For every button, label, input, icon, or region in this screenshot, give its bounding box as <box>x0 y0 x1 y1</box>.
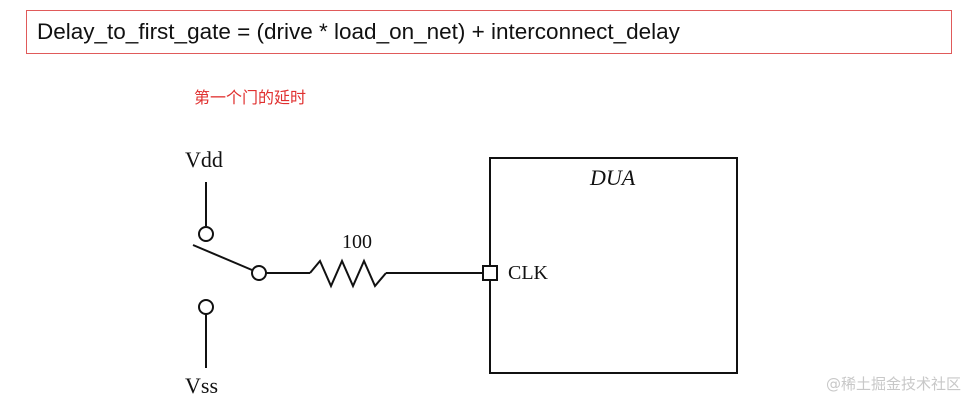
dua-block <box>489 157 738 374</box>
formula-text: Delay_to_first_gate = (drive * load_on_n… <box>37 19 680 44</box>
switch-common-terminal <box>251 265 267 281</box>
vdd-terminal <box>198 226 214 242</box>
resistor <box>309 258 387 289</box>
vss-terminal <box>198 299 214 315</box>
vdd-label: Vdd <box>185 147 223 172</box>
formula-box: Delay_to_first_gate = (drive * load_on_n… <box>26 10 952 54</box>
caption-text: 第一个门的延时 <box>194 88 307 107</box>
clk-label: CLK <box>508 262 549 284</box>
clk-pin <box>482 265 498 281</box>
vss-label: Vss <box>185 373 218 398</box>
resistor-label: 100 <box>342 231 372 253</box>
watermark-text: @稀土掘金技术社区 <box>825 375 961 393</box>
dua-label: DUA <box>589 165 636 190</box>
switch-arm <box>192 244 253 271</box>
